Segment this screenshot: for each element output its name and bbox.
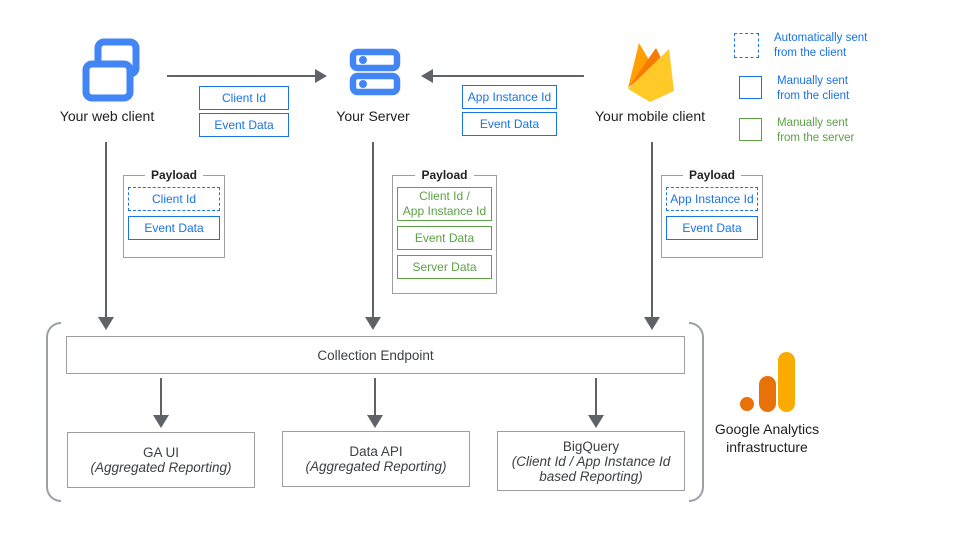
payload-chip-server-data: Server Data	[397, 255, 492, 279]
arrow-mobile-to-server-head	[421, 69, 433, 83]
ga-ui-box: GA UI (Aggregated Reporting)	[67, 432, 255, 488]
payload-title-server: Payload	[421, 168, 468, 182]
bigquery-title: BigQuery	[562, 438, 620, 454]
bigquery-box: BigQuery (Client Id / App Instance Id ba…	[497, 431, 685, 491]
overlapping-browser-windows-icon	[82, 38, 140, 102]
arrow-to-ga-ui-head	[153, 415, 169, 428]
payload-chip-event-data-mobile: Event Data	[666, 216, 758, 240]
web-client-label: Your web client	[59, 108, 155, 124]
legend-swatch-solid-blue	[739, 76, 762, 99]
legend-label-manual-server: Manually sent from the server	[777, 117, 855, 144]
google-analytics-bars-icon	[740, 352, 795, 412]
legend-swatch-dashed-blue	[734, 33, 759, 58]
arrow-to-ga-ui-line	[160, 378, 162, 417]
arrow-mobile-to-server-line	[433, 75, 584, 77]
payload-chip-event-data: Event Data	[128, 216, 220, 240]
collection-endpoint-label: Collection Endpoint	[317, 347, 434, 363]
legend-label-manual-client: Manually sent from the client	[777, 75, 850, 102]
arrow-mobile-down-line	[651, 142, 653, 318]
collection-endpoint-box: Collection Endpoint	[66, 336, 685, 374]
payload-chip-event-data-server: Event Data	[397, 226, 492, 250]
ga-ui-subtitle: (Aggregated Reporting)	[90, 460, 232, 475]
payload-chip-app-instance-id: App Instance Id	[666, 187, 758, 211]
ga-ui-title: GA UI	[142, 445, 179, 460]
firebase-flame-icon	[628, 43, 674, 102]
arrow-to-data-api-line	[374, 378, 376, 417]
arrow-web-to-server-head	[315, 69, 327, 83]
arrow-to-bigquery-line	[595, 378, 597, 417]
data-api-box: Data API (Aggregated Reporting)	[282, 431, 470, 487]
arrow-to-bigquery-head	[588, 415, 604, 428]
bigquery-subtitle: (Client Id / App Instance Id based Repor…	[511, 453, 671, 484]
payload-title-mobile: Payload	[688, 168, 736, 182]
server-stack-icon	[349, 48, 401, 96]
ga-infrastructure-label: Google Analytics infrastructure	[714, 421, 820, 455]
arrow-web-down-head	[98, 317, 114, 330]
arrow-server-down-line	[372, 142, 374, 318]
data-api-subtitle: (Aggregated Reporting)	[305, 459, 447, 474]
arrow-mobile-down-head	[644, 317, 660, 330]
legend-item-manual-server: Manually sent from the server	[739, 116, 897, 146]
legend-item-automatic-client: Automatically sent from the client	[734, 31, 894, 61]
payload-chip-client-id: Client Id	[128, 187, 220, 211]
arrow-web-down-line	[105, 142, 107, 318]
legend-item-manual-client: Manually sent from the client	[739, 74, 897, 104]
server-label: Your Server	[336, 108, 410, 124]
legend-swatch-solid-green	[739, 118, 762, 141]
arrow-web-to-server-line	[167, 75, 317, 77]
arrow-server-down-head	[365, 317, 381, 330]
arrow-to-data-api-head	[367, 415, 383, 428]
data-api-title: Data API	[349, 444, 403, 459]
flow-chip-event-data-mobile: Event Data	[462, 112, 557, 136]
bracket-right	[689, 322, 704, 502]
legend-label-automatic-client: Automatically sent from the client	[774, 32, 868, 59]
payload-box-server: Payload Client Id / App Instance Id Even…	[392, 168, 497, 294]
payload-chip-client-or-app-id: Client Id / App Instance Id	[397, 187, 492, 221]
payload-title-web: Payload	[150, 168, 198, 182]
flow-chip-event-data: Event Data	[199, 113, 289, 137]
flow-chip-client-id: Client Id	[199, 86, 289, 110]
flow-chip-app-instance-id: App Instance Id	[462, 85, 557, 109]
payload-box-web: Payload Client Id Event Data	[123, 168, 225, 258]
mobile-client-label: Your mobile client	[595, 108, 705, 124]
payload-box-mobile: Payload App Instance Id Event Data	[661, 168, 763, 258]
bracket-left	[46, 322, 61, 502]
